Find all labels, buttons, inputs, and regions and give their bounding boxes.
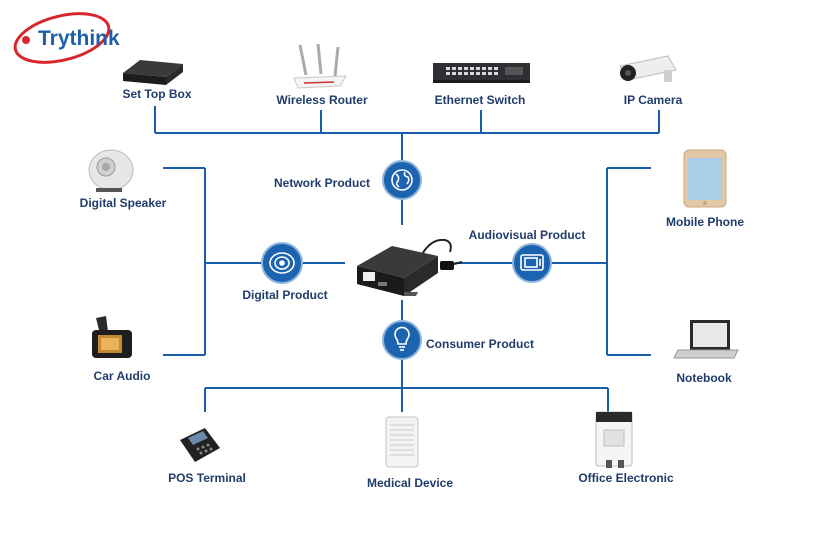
brand-name: Trythink xyxy=(38,27,120,50)
office-electronic-label: Office Electronic xyxy=(578,471,674,485)
car-audio-icon xyxy=(92,316,132,358)
digital-product-label: Digital Product xyxy=(242,288,328,302)
brand-logo: Trythink xyxy=(13,12,120,64)
router-icon xyxy=(293,43,347,89)
shredder-icon xyxy=(595,411,633,468)
consumer-product-node xyxy=(382,320,422,360)
mobile-phone-label: Mobile Phone xyxy=(666,215,744,229)
digital-product-node xyxy=(261,242,303,284)
medical-device-label: Medical Device xyxy=(366,476,454,490)
medical-device-icon xyxy=(385,416,419,468)
security-camera-icon xyxy=(619,55,677,82)
connector-lines xyxy=(154,106,660,412)
wireless-router-label: Wireless Router xyxy=(276,93,368,107)
ethernet-switch-label: Ethernet Switch xyxy=(434,93,526,107)
car-audio-label: Car Audio xyxy=(93,369,151,383)
tv-icon xyxy=(520,254,544,271)
pos-terminal-icon xyxy=(180,428,220,462)
consumer-product-label: Consumer Product xyxy=(426,337,535,351)
notebook-label: Notebook xyxy=(676,371,732,385)
audiovisual-product-node xyxy=(512,243,552,283)
network-switch-icon xyxy=(433,63,530,83)
ac-adapter-icon xyxy=(357,238,463,296)
digital-speaker-label: Digital Speaker xyxy=(79,196,167,210)
speaker-icon xyxy=(88,149,134,192)
smartphone-icon xyxy=(683,149,727,208)
ip-camera-label: IP Camera xyxy=(623,93,683,107)
globe-icon xyxy=(391,169,413,191)
disc-icon xyxy=(269,252,295,274)
pos-terminal-label: POS Terminal xyxy=(168,471,246,485)
set-top-box-label: Set Top Box xyxy=(122,87,192,101)
set-top-box-icon xyxy=(123,60,183,85)
lightbulb-icon xyxy=(394,326,410,351)
network-product-node xyxy=(382,160,422,200)
laptop-icon xyxy=(673,320,739,359)
audiovisual-product-label: Audiovisual Product xyxy=(468,228,586,242)
network-product-label: Network Product xyxy=(273,176,371,190)
